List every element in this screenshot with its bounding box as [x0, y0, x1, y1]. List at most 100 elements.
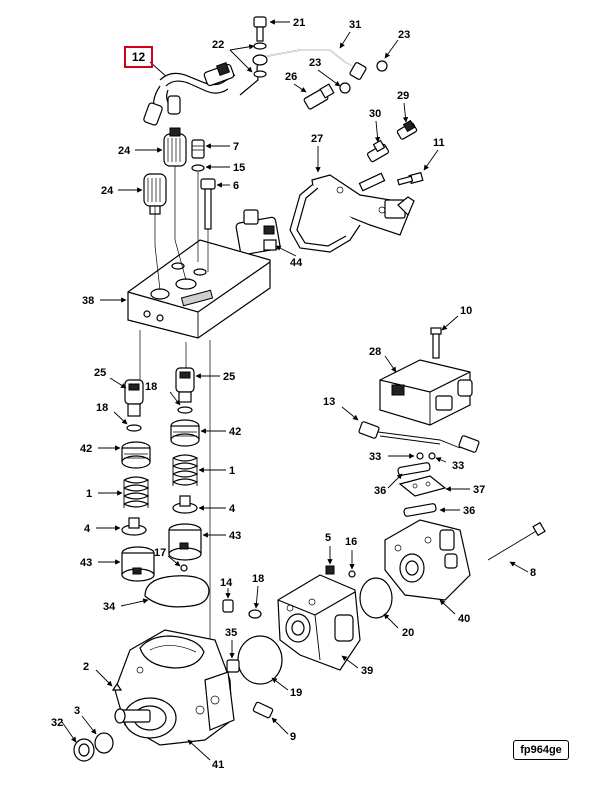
callout-38: 38 — [82, 295, 127, 307]
o-ring-18-left — [126, 424, 142, 432]
callout-25-center: 25 — [195, 371, 235, 383]
svg-text:6: 6 — [233, 180, 239, 192]
pump-39 — [277, 574, 361, 671]
svg-text:42: 42 — [80, 443, 92, 455]
svg-text:4: 4 — [229, 503, 236, 515]
svg-text:16: 16 — [345, 536, 357, 548]
bolt-5 — [325, 565, 335, 575]
svg-text:18: 18 — [96, 402, 108, 414]
callout-39: 39 — [341, 655, 373, 677]
callout-22: 22 — [212, 39, 255, 73]
svg-text:11: 11 — [433, 137, 445, 149]
svg-text:36: 36 — [463, 505, 475, 517]
callout-18-lower: 18 — [252, 573, 264, 609]
actuator-44 — [235, 209, 281, 256]
svg-text:23: 23 — [309, 57, 321, 69]
svg-text:18: 18 — [252, 573, 264, 585]
callout-19: 19 — [271, 677, 302, 699]
cup-43-left — [121, 546, 155, 582]
gasket-34 — [144, 575, 210, 608]
wiring-harness-12 — [143, 61, 236, 126]
callout-15: 15 — [205, 162, 245, 174]
svg-text:37: 37 — [473, 484, 485, 496]
callout-42-left: 42 — [80, 443, 121, 455]
svg-text:19: 19 — [290, 687, 302, 699]
callout-37: 37 — [445, 484, 485, 496]
svg-text:14: 14 — [220, 577, 233, 589]
svg-text:13: 13 — [323, 396, 335, 408]
spring-1-center — [172, 454, 199, 486]
nut-32 — [73, 738, 95, 762]
svg-text:3: 3 — [74, 705, 80, 717]
callout-14: 14 — [220, 577, 233, 599]
callout-10: 10 — [441, 305, 472, 331]
callout-44: 44 — [275, 245, 303, 269]
callout-43-left: 43 — [80, 557, 121, 569]
sensor-29 — [396, 119, 418, 140]
svg-text:23: 23 — [398, 29, 410, 41]
svg-text:2: 2 — [83, 661, 89, 673]
control-module-28 — [379, 359, 473, 426]
gasket-36-lower — [403, 503, 437, 517]
callout-36-upper: 36 — [374, 473, 403, 497]
callout-41: 41 — [187, 739, 224, 771]
seal-3 — [94, 732, 114, 754]
callout-18-center: 18 — [145, 381, 181, 406]
callout-20: 20 — [383, 613, 414, 639]
callout-35: 35 — [225, 627, 237, 659]
callout-36-lower: 36 — [439, 505, 475, 517]
fitting-7 — [191, 139, 205, 159]
callout-31: 31 — [339, 19, 361, 49]
cover-40 — [384, 519, 471, 601]
callout-21: 21 — [269, 17, 305, 29]
figure-reference-code: fp964ge — [513, 740, 569, 760]
callout-40: 40 — [439, 599, 470, 625]
svg-text:7: 7 — [233, 141, 239, 153]
fitting-26 — [303, 82, 351, 110]
svg-text:1: 1 — [86, 488, 92, 500]
callout-5: 5 — [325, 532, 333, 565]
svg-text:24: 24 — [101, 185, 114, 197]
callout-8: 8 — [509, 561, 536, 579]
valve-25-left — [124, 379, 144, 417]
callout-25-left: 25 — [94, 367, 127, 389]
callout-9: 9 — [271, 717, 296, 743]
gasket-36-upper — [397, 462, 431, 476]
seat-42-center — [170, 419, 200, 447]
callout-16: 16 — [345, 536, 357, 570]
svg-text:26: 26 — [285, 71, 297, 83]
svg-text:21: 21 — [293, 17, 305, 29]
svg-text:38: 38 — [82, 295, 94, 307]
o-ring-18-center — [177, 406, 193, 414]
svg-text:25: 25 — [223, 371, 235, 383]
callout-29: 29 — [397, 90, 409, 123]
retainer-4-left — [121, 517, 147, 536]
plug-35 — [226, 659, 240, 673]
solenoid-24-upper — [163, 127, 187, 167]
svg-text:27: 27 — [311, 133, 323, 145]
assembly-guide-lines — [139, 166, 211, 640]
o-ring-18-lower — [248, 609, 262, 619]
highlighted-callout-box — [124, 46, 153, 68]
o-ring-33-a — [416, 452, 424, 460]
svg-text:17: 17 — [154, 547, 166, 559]
callout-23-right: 23 — [384, 29, 410, 59]
callout-32: 32 — [51, 717, 77, 743]
callout-1-center: 1 — [198, 465, 235, 477]
callout-13: 13 — [323, 396, 359, 421]
callout-6: 6 — [216, 180, 239, 192]
plate-37 — [398, 475, 447, 497]
callout-33-left: 33 — [369, 451, 415, 463]
svg-text:42: 42 — [229, 426, 241, 438]
svg-text:9: 9 — [290, 731, 296, 743]
svg-text:40: 40 — [458, 613, 470, 625]
housing-38 — [127, 239, 271, 339]
svg-text:33: 33 — [452, 460, 464, 472]
callout-27: 27 — [311, 133, 323, 173]
valve-25-center — [175, 367, 195, 403]
svg-text:43: 43 — [229, 530, 241, 542]
spring-1-left — [123, 476, 150, 508]
svg-text:15: 15 — [233, 162, 245, 174]
plug-16 — [348, 570, 356, 578]
